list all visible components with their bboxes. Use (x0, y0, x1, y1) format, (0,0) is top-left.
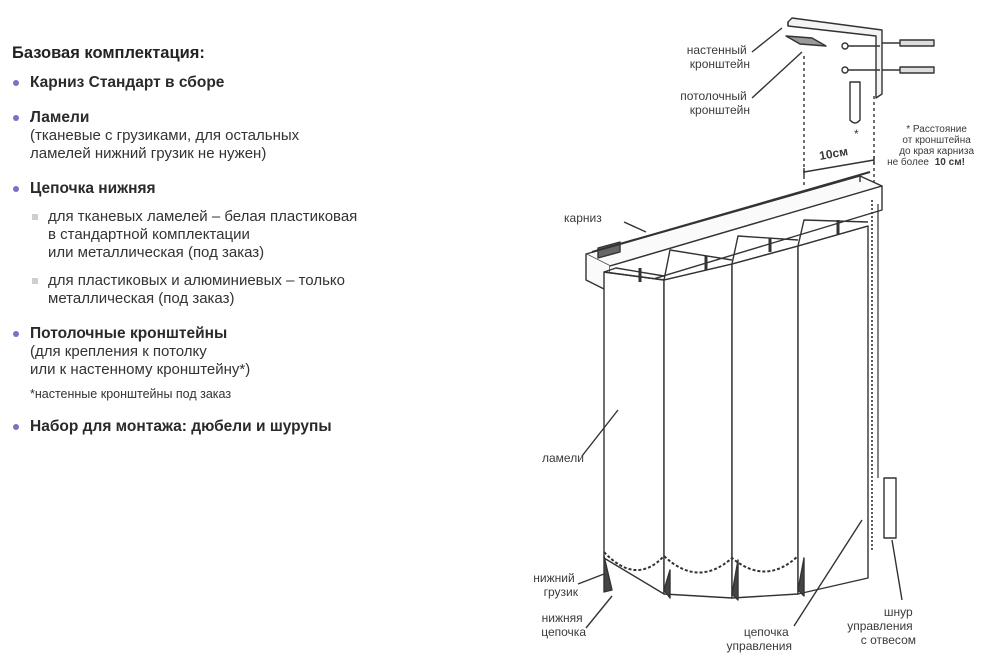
item-desc-line: (тканевые с грузиками, для остальных (30, 127, 300, 144)
bullet-icon (13, 424, 19, 430)
sub-line: для пластиковых и алюминиевых – только (48, 272, 345, 289)
sublist-item: для пластиковых и алюминиевых – только м… (30, 272, 482, 308)
control-mechanism-drawing (871, 200, 897, 552)
label-cornice: карниз (564, 211, 602, 225)
label-bottom-weight: нижний грузик (533, 571, 578, 599)
list-item-bottom-chain: Цепочка нижняя для тканевых ламелей – бе… (12, 179, 482, 308)
list-item-mounting-kit: Набор для монтажа: дюбели и шурупы (12, 417, 482, 436)
sub-line: для тканевых ламелей – белая пластиковая (48, 208, 358, 225)
ceiling-bracket-drawing (785, 35, 827, 47)
label-control-chain: цепочка управления (727, 625, 792, 653)
square-bullet-icon (32, 278, 38, 284)
item-desc-line: (для крепления к потолку (30, 343, 207, 360)
equipment-list: Базовая комплектация: Карниз Стандарт в … (12, 44, 482, 452)
sub-line: или металлическая (под заказ) (48, 244, 265, 261)
item-title: Карниз Стандарт в сборе (30, 74, 225, 91)
wall-bracket-drawing (787, 17, 935, 124)
cornice-drawing (585, 171, 883, 293)
item-title: Ламели (30, 109, 90, 126)
sub-line: металлическая (под заказ) (48, 290, 235, 307)
vertical-blinds-diagram: настенный кронштейн потолочный кронштейн… (533, 17, 977, 653)
list-item-cornice: Карниз Стандарт в сборе (12, 73, 482, 92)
list-heading: Базовая комплектация: (12, 44, 205, 62)
bullet-icon (13, 186, 19, 192)
bullet-icon (13, 80, 19, 86)
label-wall-bracket: настенный кронштейн (687, 43, 750, 71)
square-bullet-icon (32, 214, 38, 220)
label-ceiling-bracket: потолочный кронштейн (680, 89, 750, 117)
sublist-item: для тканевых ламелей – белая пластиковая… (30, 208, 482, 262)
item-title: Цепочка нижняя (30, 180, 156, 197)
sublist: для тканевых ламелей – белая пластиковая… (30, 208, 482, 308)
item-desc-line: или к настенному кронштейну*) (30, 361, 251, 378)
item-title: Набор для монтажа: дюбели и шурупы (30, 418, 332, 435)
bottom-chain-drawing (603, 551, 799, 574)
label-dimension: 10см (818, 144, 849, 163)
bullet-icon (13, 331, 19, 337)
label-slats: ламели (542, 451, 584, 465)
sub-line: в стандартной комплектации (48, 226, 250, 243)
bullet-icon (13, 115, 19, 121)
list-item-ceiling-brackets: Потолочные кронштейны (для крепления к п… (12, 324, 482, 401)
item-note: *настенные кронштейны под заказ (30, 387, 232, 401)
label-bottom-chain: нижняя цепочка (541, 611, 586, 639)
list-item-slats: Ламели (тканевые с грузиками, для осталь… (12, 108, 482, 163)
item-title: Потолочные кронштейны (30, 325, 228, 342)
distance-note: * Расстояние от кронштейна до края карни… (887, 124, 977, 168)
item-desc-line: ламелей нижний грузик не нужен) (30, 145, 267, 162)
slats-drawing (603, 219, 869, 599)
label-asterisk: * (854, 127, 859, 141)
label-control-cord: шнур управления с отвесом (847, 605, 916, 647)
